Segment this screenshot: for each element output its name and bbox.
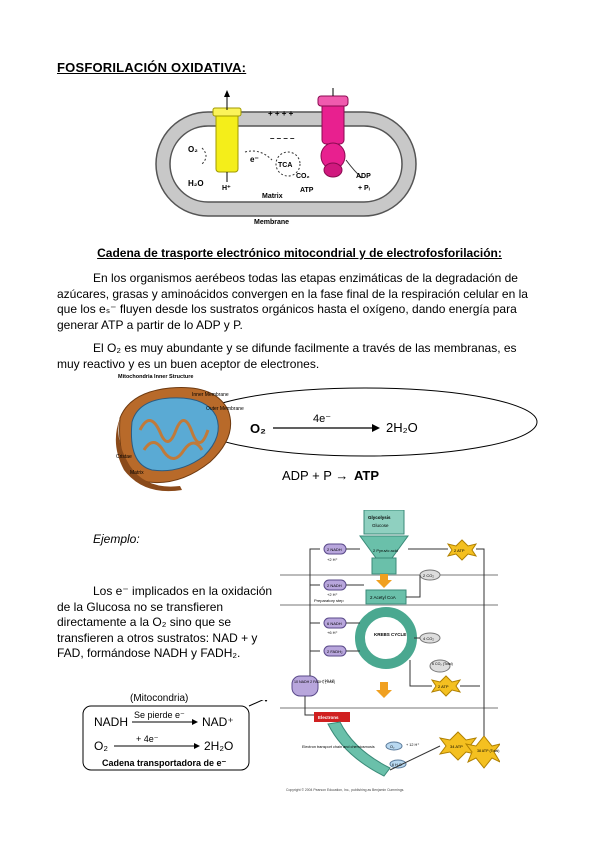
matrix-label: Matrix bbox=[262, 193, 283, 200]
krebs-cycle-ring bbox=[355, 607, 417, 669]
outer-membrane-label: Outer Membrane bbox=[206, 406, 244, 412]
atp-synthase bbox=[321, 99, 345, 145]
pyruvate-label: 2 Pyruvic acid bbox=[373, 548, 398, 553]
atp1-label: 2 ATP bbox=[454, 548, 465, 553]
atp-label: ATP bbox=[300, 187, 314, 194]
electrons-label: 4e⁻ bbox=[313, 413, 331, 425]
chain-caption: Cadena transportadora de e⁻ bbox=[102, 758, 227, 768]
o2-etc-label: O₂ bbox=[390, 745, 395, 749]
atp-star-1 bbox=[446, 539, 478, 561]
cristae-label: Cristae bbox=[116, 454, 132, 460]
prep-label: Preparatory step bbox=[314, 598, 344, 603]
paragraph-2: El O₂ es muy abundante y se difunde faci… bbox=[57, 341, 517, 371]
glycolysis-funnel bbox=[359, 535, 409, 559]
matrix-label-2: Matrix bbox=[130, 470, 144, 476]
o2-label: O₂ bbox=[188, 145, 198, 154]
glycolysis-box bbox=[363, 510, 405, 535]
membrane-label: Membrane bbox=[254, 219, 289, 226]
glycolysis-label: Glycolysis bbox=[368, 515, 391, 520]
mitochondrion-illustration bbox=[115, 386, 232, 492]
page-title: FOSFORILACIÓN OXIDATIVA: bbox=[57, 60, 247, 75]
glucose-oxidation-diagram: Glycolysis Glucose 2 Pyruvic acid 2 Acet… bbox=[280, 510, 500, 792]
pi-label: + Pᵢ bbox=[358, 185, 370, 192]
h-total-label: +10 H⁺ bbox=[322, 678, 335, 683]
nad-label: NAD⁺ bbox=[202, 715, 234, 729]
nadh1-label: 2 NADH bbox=[327, 547, 342, 552]
nadh-label: NADH bbox=[94, 715, 128, 729]
acetyl-label: 2 Acetyl CoA bbox=[370, 595, 396, 600]
tca-circle bbox=[275, 151, 301, 177]
total-label: 10 NADH 2 FADH₂ (Total) bbox=[294, 680, 335, 684]
tca-label: TCA bbox=[278, 162, 292, 169]
nadh3-label: 6 NADH bbox=[327, 621, 342, 626]
plus-signs: + + + + bbox=[268, 109, 294, 118]
krebs-label: KREBS CYCLE bbox=[374, 632, 406, 637]
atp-star-2 bbox=[430, 675, 462, 697]
orange-arrow-1 bbox=[376, 574, 392, 588]
o2-reactant: O₂ bbox=[250, 421, 266, 436]
reaction-ellipse bbox=[192, 387, 538, 457]
h3-label: +6 H⁺ bbox=[327, 630, 338, 635]
adp-reaction: ADP + P → bbox=[282, 468, 348, 483]
glucose-label: Glucose bbox=[372, 523, 389, 528]
atp-star-3 bbox=[438, 731, 478, 761]
nadh2-label: 2 NADH bbox=[327, 583, 342, 588]
four-e-label: + 4e⁻ bbox=[136, 734, 159, 744]
electrons-box bbox=[314, 712, 350, 722]
atp-total-label: 38 ATP (Total) bbox=[477, 749, 499, 753]
inner-membrane-label: Inner Membrane bbox=[192, 392, 229, 398]
h1-label: +2 H⁺ bbox=[327, 557, 338, 562]
co2b-label: 4 CO₂ bbox=[423, 636, 434, 641]
section-subtitle: Cadena de trasporte electrónico mitocond… bbox=[97, 246, 502, 260]
co2a-label: 2 CO₂ bbox=[423, 573, 434, 578]
adp-label: ADP bbox=[356, 173, 371, 180]
o2-label-2: O₂ bbox=[94, 739, 108, 753]
minus-signs: – – – – bbox=[270, 134, 295, 143]
h2o-product: 2H₂O bbox=[386, 420, 418, 435]
mitocondria-header: (Mitocondria) bbox=[130, 693, 189, 704]
paragraph-1: En los organismos aerébeos todas las eta… bbox=[57, 271, 528, 332]
co2-label: CO₂ bbox=[296, 173, 310, 180]
h2o-etc-label: 6 H₂O bbox=[392, 763, 402, 767]
orange-arrow-2 bbox=[376, 682, 392, 698]
electron-label: e⁻ bbox=[250, 155, 259, 164]
h2o-label-2: 2H₂O bbox=[204, 739, 233, 753]
co2total-label: 6 CO₂ (Total) bbox=[432, 662, 453, 666]
atp2-label: 2 ATP bbox=[438, 684, 449, 689]
fadh-label: 2 FADH₂ bbox=[327, 649, 343, 654]
total-pill bbox=[291, 675, 319, 697]
h2-label: +2 H⁺ bbox=[327, 592, 338, 597]
h-bottom-label: H⁺ bbox=[222, 185, 231, 192]
mito-title-label: Mitochondria Inner Structure bbox=[118, 374, 193, 380]
copyright-label: Copyright © 2004 Pearson Education, Inc.… bbox=[286, 788, 404, 792]
atp3-label: 34 ATP bbox=[450, 744, 463, 749]
pierde-label: Se pierde e⁻ bbox=[134, 710, 185, 720]
atp-star-4 bbox=[464, 735, 500, 769]
reaction-box-border bbox=[82, 705, 250, 771]
etc-band bbox=[327, 721, 391, 777]
oxphos-membrane-diagram: H⁺ + + + + – – – – O₂ H₂O e⁻ TCA H⁺ CO₂ … bbox=[155, 88, 417, 226]
etc-label: Electron transport chain and chemiosmosi… bbox=[302, 745, 375, 749]
h2o-label: H₂O bbox=[188, 179, 204, 188]
atp-product: ATP bbox=[354, 468, 379, 483]
paragraph-3: Los e⁻ implicados en la oxidación de la … bbox=[57, 584, 273, 660]
mitochondria-reaction-diagram: Mitochondria Inner Structure Inner Membr… bbox=[115, 374, 538, 492]
h-etc-label: + 12 H⁺ bbox=[406, 743, 419, 747]
nadh-reaction-box: NADH Se pierde e⁻ NAD⁺ O₂ + 4e⁻ 2H₂O Cad… bbox=[82, 700, 268, 771]
yellow-complex bbox=[215, 107, 239, 173]
electrons-box-label: Electrons bbox=[318, 715, 339, 720]
example-heading: Ejemplo: bbox=[93, 532, 140, 546]
